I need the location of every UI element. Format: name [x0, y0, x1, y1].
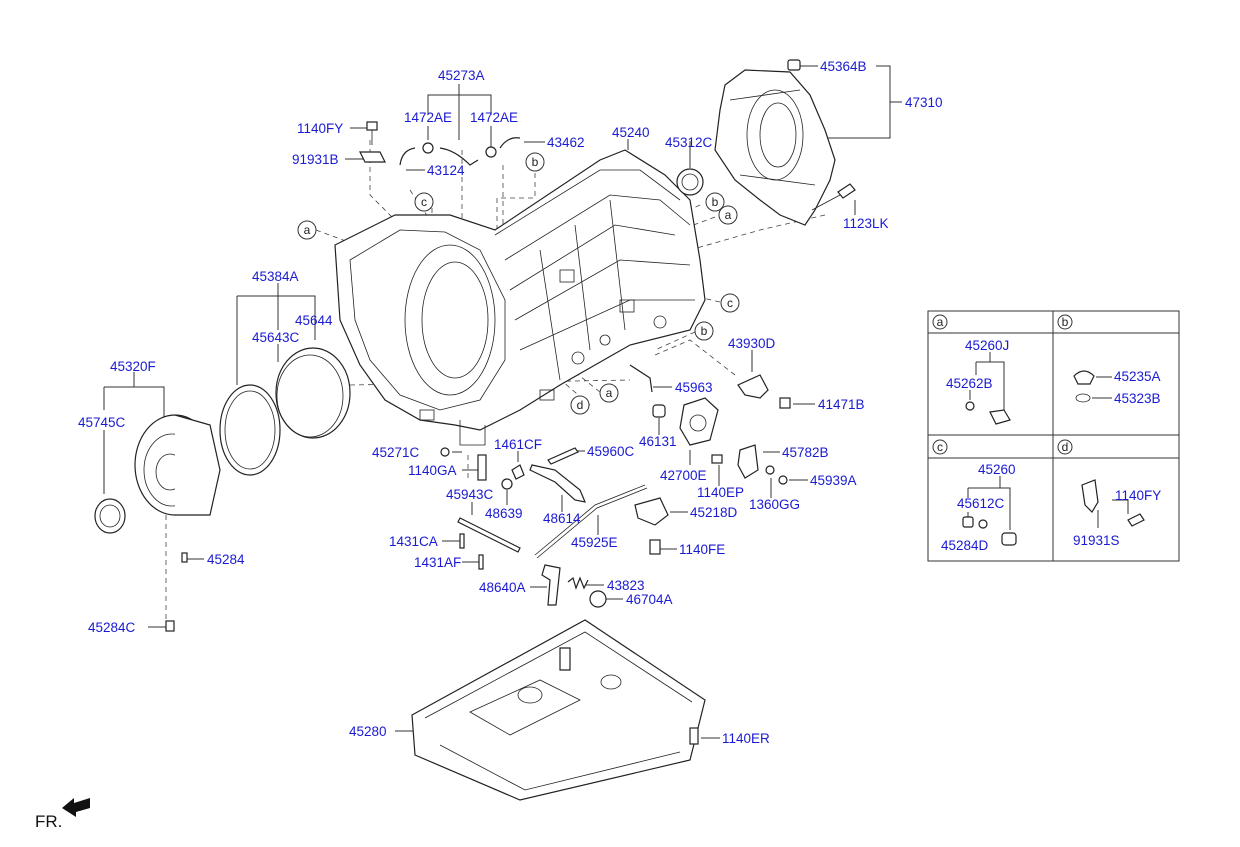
svg-text:a: a: [606, 386, 613, 400]
callout-d[interactable]: d: [570, 395, 590, 415]
part-label-48639[interactable]: 48639: [485, 506, 523, 521]
part-label-91931b[interactable]: 91931B: [292, 152, 339, 167]
svg-text:a: a: [725, 208, 732, 222]
part-label-45280[interactable]: 45280: [349, 724, 387, 739]
part-label-1140fy[interactable]: 1140FY: [297, 121, 343, 136]
part-label-46131[interactable]: 46131: [639, 434, 677, 449]
svg-text:c: c: [937, 440, 943, 454]
inset-header-a: a: [932, 314, 948, 330]
part-label-42700e[interactable]: 42700E: [660, 468, 707, 483]
fr-direction-arrow: [62, 798, 90, 817]
svg-text:c: c: [421, 195, 427, 209]
part-label-43124[interactable]: 43124: [427, 163, 465, 178]
callout-circles: a c b b a c b a d: [297, 152, 740, 415]
svg-text:b: b: [532, 155, 539, 169]
inset-label-45260[interactable]: 45260: [978, 462, 1016, 477]
callout-a[interactable]: a: [718, 205, 738, 225]
callout-c[interactable]: c: [720, 293, 740, 313]
part-label-45943c[interactable]: 45943C: [446, 487, 494, 502]
part-label-45939a[interactable]: 45939A: [810, 473, 857, 488]
part-label-45240[interactable]: 45240: [612, 125, 650, 140]
part-label-45218d[interactable]: 45218D: [690, 505, 738, 520]
inset-header-d: d: [1057, 439, 1073, 455]
part-label-45284c[interactable]: 45284C: [88, 620, 136, 635]
part-label-1140fe[interactable]: 1140FE: [679, 542, 725, 557]
svg-text:d: d: [577, 398, 584, 412]
part-label-45745c[interactable]: 45745C: [78, 415, 126, 430]
svg-text:d: d: [1062, 440, 1069, 454]
extension-housing: [714, 69, 836, 226]
inset-label-45235a[interactable]: 45235A: [1114, 369, 1161, 384]
part-label-45960c[interactable]: 45960C: [587, 444, 635, 459]
transmission-case: [334, 149, 706, 446]
svg-text:a: a: [304, 223, 311, 237]
callout-b[interactable]: b: [705, 192, 725, 212]
inset-label-45612c[interactable]: 45612C: [957, 496, 1005, 511]
oil-pan: [411, 619, 706, 801]
callout-a[interactable]: a: [297, 220, 317, 240]
part-label-1140ep[interactable]: 1140EP: [697, 485, 744, 500]
inset-label-91931s[interactable]: 91931S: [1073, 533, 1120, 548]
part-label-45312c[interactable]: 45312C: [665, 135, 713, 150]
callout-c[interactable]: c: [414, 192, 434, 212]
detail-inset-table: a b c d 45260J 45262B 45235A 45323B 4526…: [927, 310, 1180, 562]
part-label-45271c[interactable]: 45271C: [372, 445, 420, 460]
part-label-45925e[interactable]: 45925E: [571, 535, 618, 550]
part-label-1472ae[interactable]: 1472AE: [470, 110, 518, 125]
svg-text:b: b: [712, 195, 719, 209]
part-label-1461cf[interactable]: 1461CF: [494, 437, 542, 452]
svg-text:b: b: [1062, 315, 1069, 329]
svg-text:a: a: [937, 315, 944, 329]
part-label-45963[interactable]: 45963: [675, 380, 713, 395]
inset-label-45284d[interactable]: 45284D: [941, 538, 989, 553]
part-label-45273a[interactable]: 45273A: [438, 68, 485, 83]
part-label-1140er[interactable]: 1140ER: [722, 731, 770, 746]
part-label-1472ae[interactable]: 1472AE: [404, 110, 452, 125]
fr-label: FR.: [35, 812, 62, 831]
part-label-43462[interactable]: 43462: [547, 135, 585, 150]
inset-label-1140fy[interactable]: 1140FY: [1115, 488, 1161, 503]
part-label-45384a[interactable]: 45384A: [252, 269, 299, 284]
part-label-1431af[interactable]: 1431AF: [414, 555, 461, 570]
part-label-47310[interactable]: 47310: [905, 95, 943, 110]
part-label-43823[interactable]: 43823: [607, 578, 645, 593]
part-label-45320f[interactable]: 45320F: [110, 359, 156, 374]
part-label-1431ca[interactable]: 1431CA: [389, 534, 438, 549]
svg-text:b: b: [701, 324, 708, 338]
inset-label-45323b[interactable]: 45323B: [1114, 391, 1161, 406]
part-label-1360gg[interactable]: 1360GG: [749, 497, 800, 512]
inset-label-45260j[interactable]: 45260J: [965, 338, 1009, 353]
inset-header-b: b: [1057, 314, 1073, 330]
callout-b[interactable]: b: [525, 152, 545, 172]
part-labels: 45273A 1472AE 1472AE 43462 1140FY 91931B…: [78, 59, 943, 746]
part-label-45364b[interactable]: 45364B: [820, 59, 867, 74]
part-label-45644[interactable]: 45644: [295, 313, 333, 328]
small-parts: [94, 59, 856, 632]
part-label-45643c[interactable]: 45643C: [252, 330, 300, 345]
part-label-41471b[interactable]: 41471B: [818, 397, 865, 412]
part-label-1123lk[interactable]: 1123LK: [843, 216, 889, 231]
inset-header-c: c: [932, 439, 948, 455]
part-label-48614[interactable]: 48614: [543, 511, 581, 526]
callout-b[interactable]: b: [694, 321, 714, 341]
part-label-43930d[interactable]: 43930D: [728, 336, 776, 351]
part-label-48640a[interactable]: 48640A: [479, 580, 526, 595]
svg-text:c: c: [727, 296, 733, 310]
inset-label-45262b[interactable]: 45262B: [946, 376, 993, 391]
part-label-45782b[interactable]: 45782B: [782, 445, 829, 460]
part-label-45284[interactable]: 45284: [207, 552, 245, 567]
part-label-1140ga[interactable]: 1140GA: [408, 463, 457, 478]
part-label-46704a[interactable]: 46704A: [626, 592, 673, 607]
callout-a[interactable]: a: [599, 383, 619, 403]
